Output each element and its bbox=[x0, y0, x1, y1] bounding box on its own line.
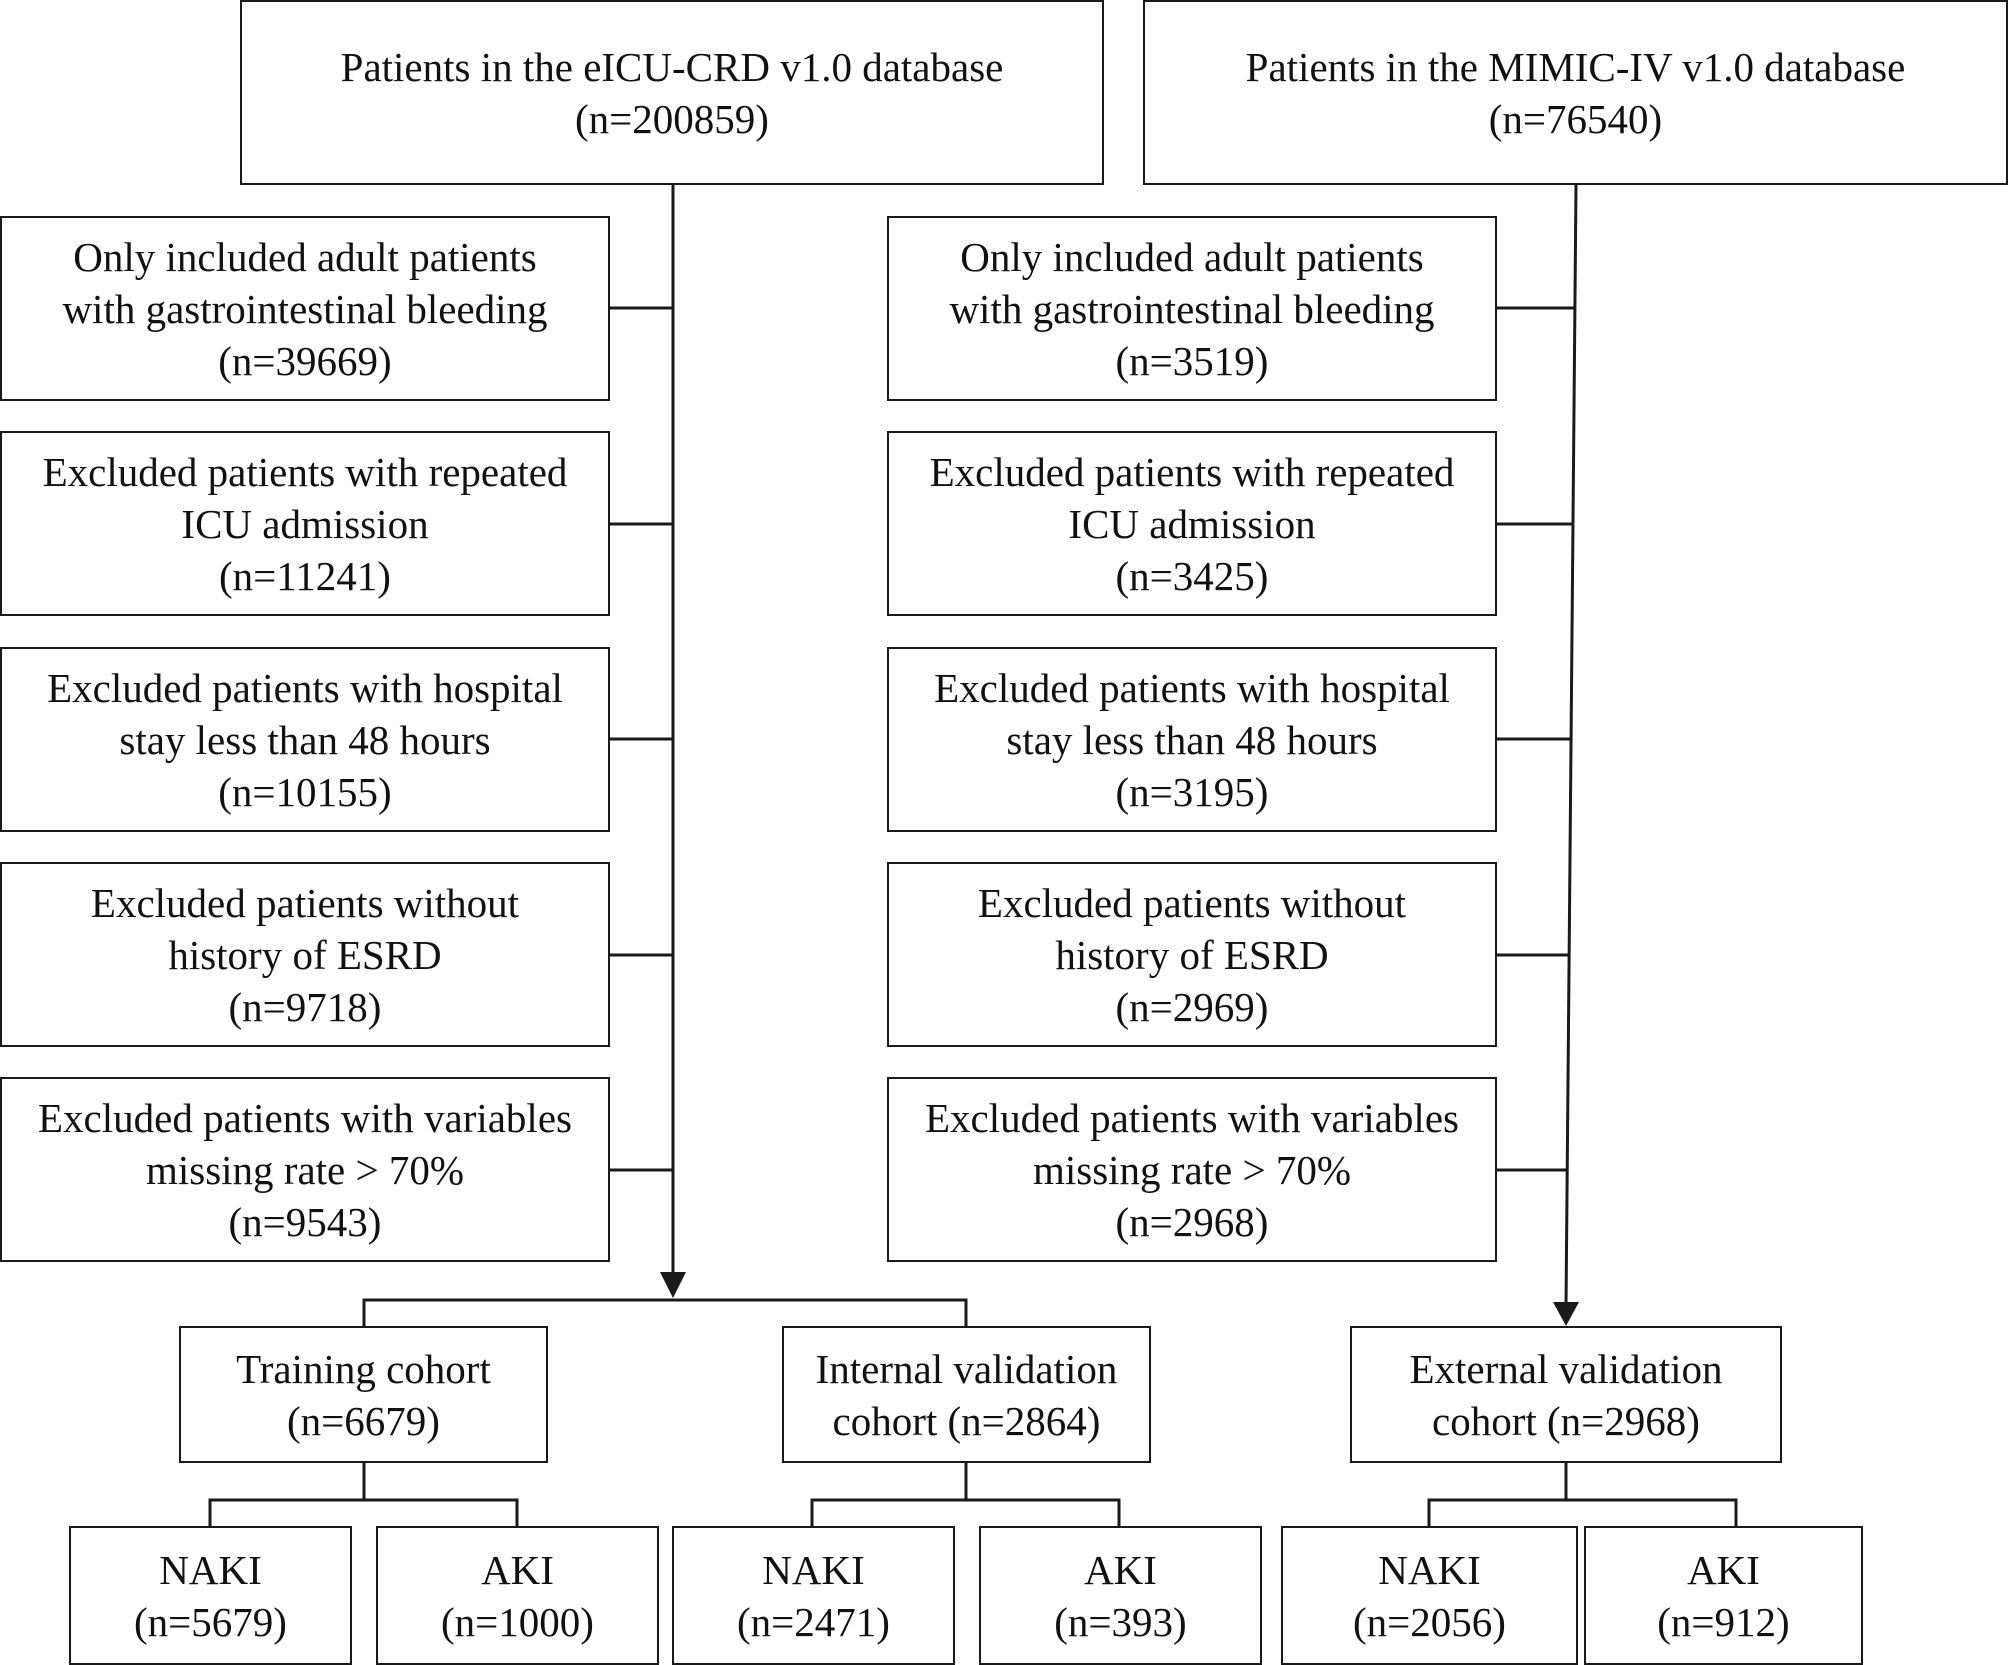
training-cohort-box: Training cohort (n=6679) bbox=[179, 1326, 548, 1463]
cohort-count: (n=6679) bbox=[287, 1397, 440, 1444]
right-step-hospital-stay: Excluded patients with hospital stay les… bbox=[887, 647, 1497, 832]
step-text: ICU admission bbox=[1068, 500, 1316, 547]
cohort-count: cohort (n=2864) bbox=[832, 1397, 1101, 1444]
training-naki-box: NAKI (n=5679) bbox=[69, 1526, 352, 1665]
step-count: (n=3425) bbox=[1115, 552, 1269, 599]
cohort-title: Training cohort bbox=[236, 1345, 491, 1392]
outcome-label: AKI bbox=[1687, 1546, 1760, 1593]
step-text: Excluded patients with repeated bbox=[42, 448, 568, 495]
step-text: stay less than 48 hours bbox=[1006, 716, 1378, 763]
step-text: stay less than 48 hours bbox=[119, 716, 491, 763]
right-step-repeated-icu: Excluded patients with repeated ICU admi… bbox=[887, 431, 1497, 616]
training-aki-box: AKI (n=1000) bbox=[376, 1526, 659, 1665]
step-text: Only included adult patients bbox=[73, 233, 537, 280]
training-outcome-split-line bbox=[208, 1498, 519, 1526]
eicu-source-box: Patients in the eICU-CRD v1.0 database (… bbox=[240, 0, 1104, 185]
outcome-count: (n=912) bbox=[1657, 1598, 1790, 1645]
cohort-count: cohort (n=2968) bbox=[1432, 1397, 1700, 1444]
source-count: (n=200859) bbox=[575, 95, 769, 142]
outcome-label: NAKI bbox=[762, 1546, 865, 1593]
outcome-count: (n=2471) bbox=[737, 1598, 890, 1645]
step-count: (n=2968) bbox=[1115, 1198, 1269, 1245]
outcome-count: (n=393) bbox=[1054, 1598, 1187, 1645]
step-text: history of ESRD bbox=[1055, 931, 1329, 978]
right-step-esrd: Excluded patients without history of ESR… bbox=[887, 862, 1497, 1047]
left-step-repeated-icu: Excluded patients with repeated ICU admi… bbox=[0, 431, 610, 616]
step-text: Only included adult patients bbox=[960, 233, 1424, 280]
right-step-adult-gi-bleeding: Only included adult patients with gastro… bbox=[887, 216, 1497, 401]
outcome-label: NAKI bbox=[1378, 1546, 1481, 1593]
step-text: missing rate > 70% bbox=[1032, 1146, 1352, 1193]
external-naki-box: NAKI (n=2056) bbox=[1281, 1526, 1578, 1665]
right-step-missing-rate: Excluded patients with variables missing… bbox=[887, 1077, 1497, 1262]
outcome-count: (n=1000) bbox=[441, 1598, 594, 1645]
step-text: Excluded patients with hospital bbox=[934, 664, 1450, 711]
source-title: Patients in the eICU-CRD v1.0 database bbox=[340, 43, 1004, 90]
left-cohort-split-line bbox=[362, 1298, 968, 1326]
step-text: Excluded patients without bbox=[977, 879, 1407, 926]
outcome-count: (n=2056) bbox=[1353, 1598, 1506, 1645]
step-count: (n=3195) bbox=[1115, 768, 1269, 815]
source-title: Patients in the MIMIC-IV v1.0 database bbox=[1245, 43, 1906, 90]
step-text: Excluded patients with hospital bbox=[47, 664, 563, 711]
step-text: with gastrointestinal bleeding bbox=[949, 285, 1435, 332]
step-count: (n=2969) bbox=[1115, 983, 1269, 1030]
step-count: (n=39669) bbox=[218, 337, 392, 384]
external-aki-box: AKI (n=912) bbox=[1584, 1526, 1863, 1665]
left-step-missing-rate: Excluded patients with variables missing… bbox=[0, 1077, 610, 1262]
right-main-flow-line bbox=[1564, 184, 1578, 1307]
step-count: (n=9543) bbox=[228, 1198, 382, 1245]
step-count: (n=11241) bbox=[219, 552, 391, 599]
source-count: (n=76540) bbox=[1488, 95, 1663, 142]
step-text: Excluded patients with repeated bbox=[929, 448, 1455, 495]
internal-naki-box: NAKI (n=2471) bbox=[672, 1526, 955, 1665]
outcome-label: AKI bbox=[1084, 1546, 1157, 1593]
step-count: (n=3519) bbox=[1115, 337, 1269, 384]
mimic-source-box: Patients in the MIMIC-IV v1.0 database (… bbox=[1143, 0, 2008, 185]
step-count: (n=9718) bbox=[228, 983, 382, 1030]
outcome-label: NAKI bbox=[159, 1546, 262, 1593]
step-text: missing rate > 70% bbox=[145, 1146, 465, 1193]
cohort-title: External validation bbox=[1409, 1345, 1723, 1392]
step-text: Excluded patients with variables bbox=[38, 1094, 572, 1141]
left-step-esrd: Excluded patients without history of ESR… bbox=[0, 862, 610, 1047]
right-flow-arrowhead bbox=[1553, 1302, 1579, 1326]
outcome-count: (n=5679) bbox=[134, 1598, 287, 1645]
step-text: with gastrointestinal bleeding bbox=[62, 285, 548, 332]
step-text: history of ESRD bbox=[168, 931, 442, 978]
step-text: ICU admission bbox=[181, 500, 429, 547]
internal-aki-box: AKI (n=393) bbox=[979, 1526, 1262, 1665]
external-validation-cohort-box: External validation cohort (n=2968) bbox=[1350, 1326, 1782, 1463]
step-text: Excluded patients without bbox=[90, 879, 520, 926]
left-flow-arrowhead bbox=[660, 1272, 686, 1298]
step-count: (n=10155) bbox=[218, 768, 392, 815]
external-outcome-split-line bbox=[1427, 1498, 1738, 1526]
outcome-label: AKI bbox=[481, 1546, 554, 1593]
left-step-adult-gi-bleeding: Only included adult patients with gastro… bbox=[0, 216, 610, 401]
cohort-title: Internal validation bbox=[815, 1345, 1118, 1392]
step-text: Excluded patients with variables bbox=[925, 1094, 1459, 1141]
internal-outcome-split-line bbox=[810, 1498, 1121, 1526]
left-step-hospital-stay: Excluded patients with hospital stay les… bbox=[0, 647, 610, 832]
internal-validation-cohort-box: Internal validation cohort (n=2864) bbox=[782, 1326, 1151, 1463]
